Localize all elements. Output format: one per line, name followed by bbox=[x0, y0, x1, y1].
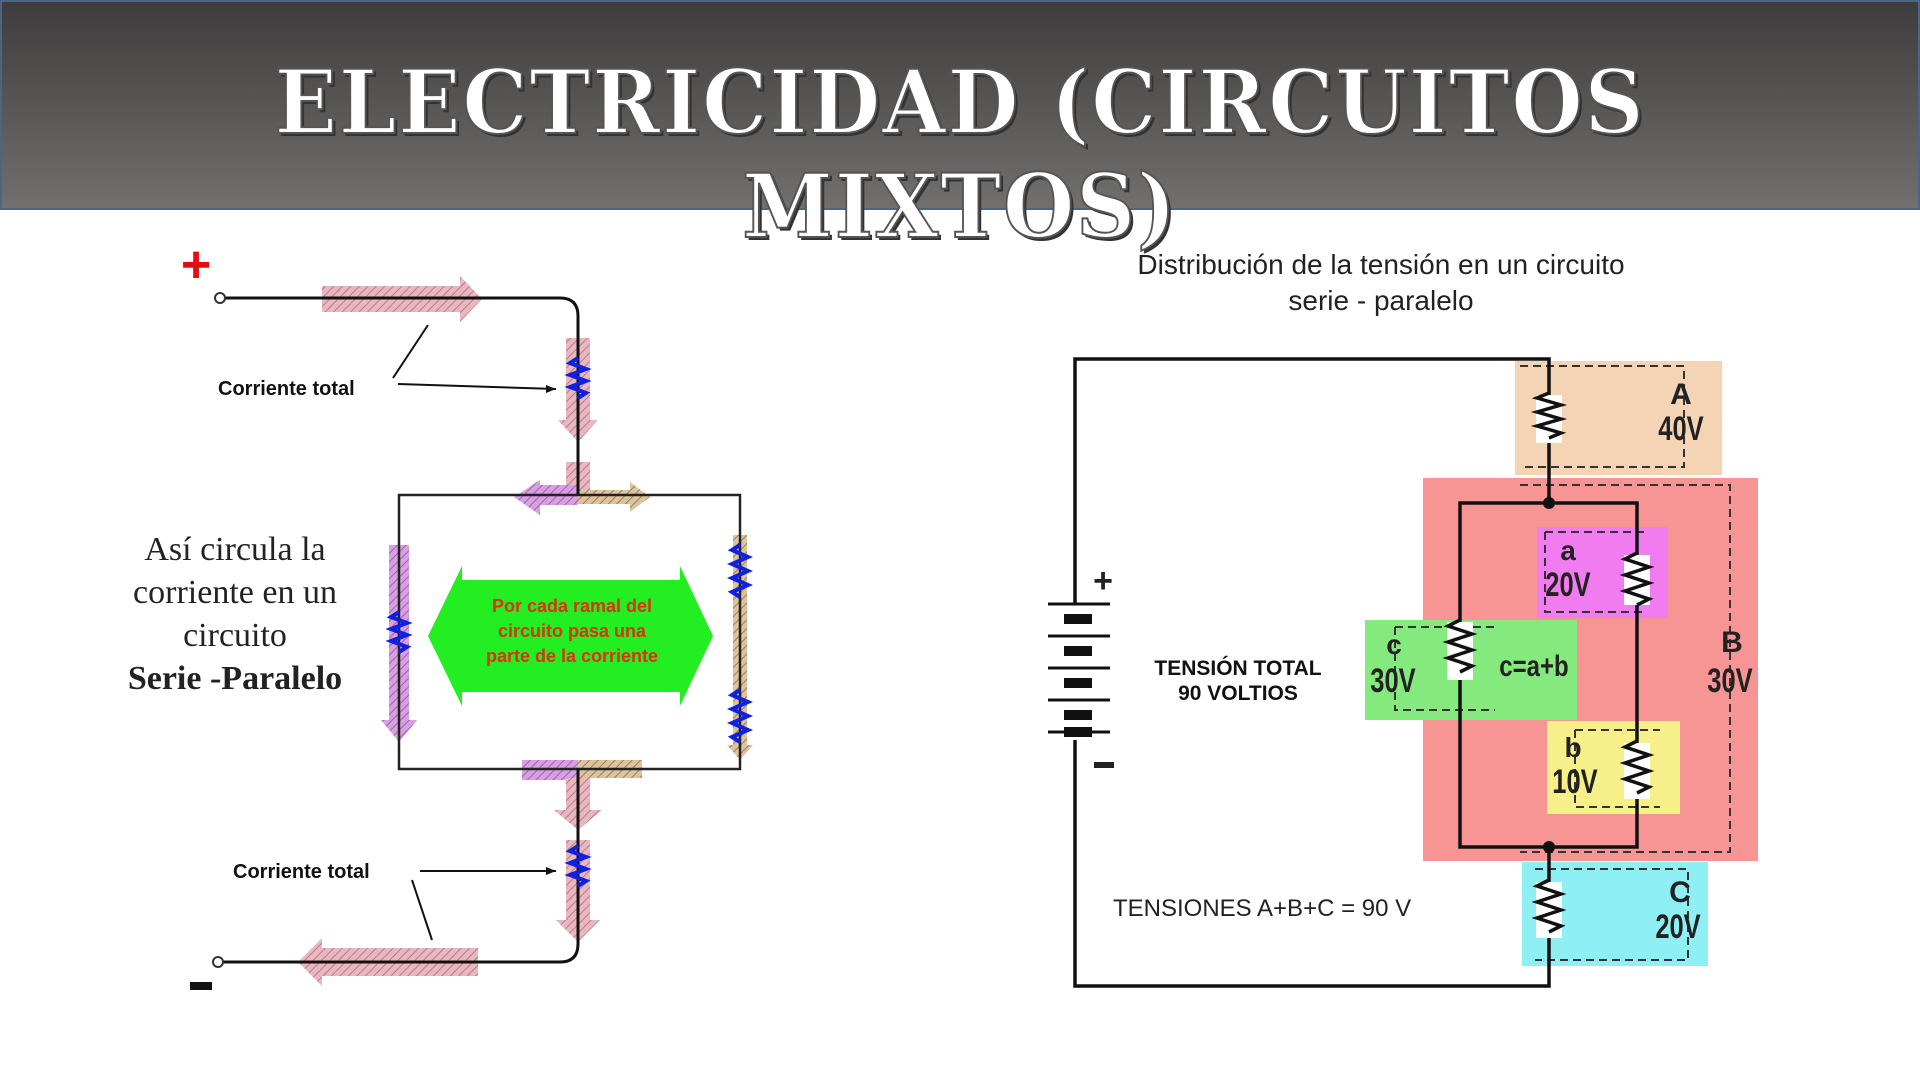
wire-bottom bbox=[220, 769, 580, 964]
label-c: c bbox=[1386, 629, 1402, 660]
node bbox=[1543, 841, 1555, 853]
label-C: C bbox=[1669, 876, 1691, 909]
box-b bbox=[1547, 721, 1680, 814]
resistor-icon bbox=[1619, 551, 1655, 607]
label-corriente-total-top: Corriente total bbox=[218, 378, 355, 400]
dashed-outlines bbox=[1394, 365, 1731, 961]
wire-top bbox=[220, 296, 580, 495]
pointer-line bbox=[397, 383, 557, 390]
total-voltage-value: 90 VOLTIOS bbox=[1178, 682, 1298, 705]
label-b: b bbox=[1564, 732, 1581, 763]
battery-icon bbox=[1045, 470, 1110, 740]
plus-sign: + bbox=[181, 236, 211, 294]
resistor-icon bbox=[1619, 739, 1655, 795]
pointer-line bbox=[392, 324, 429, 379]
current-arrow-right-split bbox=[578, 482, 650, 512]
value-b: 10V bbox=[1552, 764, 1597, 801]
battery-minus bbox=[1094, 762, 1114, 768]
terminal-negative bbox=[212, 956, 224, 968]
resistor-icon bbox=[1530, 391, 1568, 440]
total-voltage-label: TENSIÓN TOTAL bbox=[1154, 656, 1321, 680]
value-c: 30V bbox=[1370, 663, 1415, 700]
label-corriente-total-bottom: Corriente total bbox=[233, 861, 370, 883]
resistor-icon bbox=[727, 688, 753, 744]
label-A: A bbox=[1670, 378, 1692, 411]
diagram-title: serie - paralelo bbox=[1288, 285, 1473, 316]
resistor-icon bbox=[564, 356, 592, 400]
caption-line-bold: Serie -Paralelo bbox=[128, 660, 342, 697]
battery-plus: + bbox=[1093, 562, 1113, 600]
sum-equation: TENSIONES A+B+C = 90 V bbox=[1113, 895, 1411, 922]
pointer-arrowhead bbox=[546, 867, 556, 875]
label-a: a bbox=[1560, 535, 1576, 566]
formula-c: c=a+b bbox=[1499, 648, 1568, 682]
diagram-title: Distribución de la tensión en un circuit… bbox=[1137, 249, 1624, 280]
value-A: 40V bbox=[1658, 411, 1703, 448]
resistor-icon bbox=[1442, 618, 1478, 674]
resistor-icon bbox=[727, 543, 753, 599]
slide-title: ELECTRICIDAD (CIRCUITOS MIXTOS) bbox=[274, 49, 1646, 259]
slide-header: ELECTRICIDAD (CIRCUITOS MIXTOS) bbox=[0, 0, 1920, 259]
resistor-icon bbox=[1531, 878, 1567, 934]
node bbox=[1543, 497, 1555, 509]
terminal-positive bbox=[214, 292, 226, 304]
right-circuit: Distribución de la tensión en un circuit… bbox=[1045, 249, 1758, 988]
green-double-arrow bbox=[428, 566, 713, 706]
caption-line: corriente en un bbox=[133, 574, 337, 611]
left-circuit: + Corriente total Corriente bbox=[128, 236, 753, 990]
resistor-icon bbox=[564, 844, 592, 888]
value-a: 20V bbox=[1545, 567, 1590, 604]
green-arrow-text: Por cada ramal del bbox=[492, 596, 652, 616]
green-arrow-text: circuito pasa una bbox=[498, 621, 647, 641]
pointer-line bbox=[411, 879, 433, 941]
resistors bbox=[1442, 391, 1655, 934]
pointer-arrowhead bbox=[546, 385, 556, 393]
minus-sign bbox=[190, 982, 212, 990]
label-B: B bbox=[1721, 626, 1743, 659]
value-B: 30V bbox=[1707, 663, 1752, 700]
value-C: 20V bbox=[1655, 909, 1700, 946]
box-labels: A 40V B 30V a 20V c 30V c=a+b b 10V C 20… bbox=[1370, 378, 1752, 946]
resistor-icon bbox=[385, 610, 413, 654]
current-arrow-left-split bbox=[514, 480, 578, 515]
caption-line: circuito bbox=[183, 617, 287, 654]
caption-line: Así circula la bbox=[144, 531, 325, 568]
green-arrow-text: parte de la corriente bbox=[486, 646, 658, 666]
